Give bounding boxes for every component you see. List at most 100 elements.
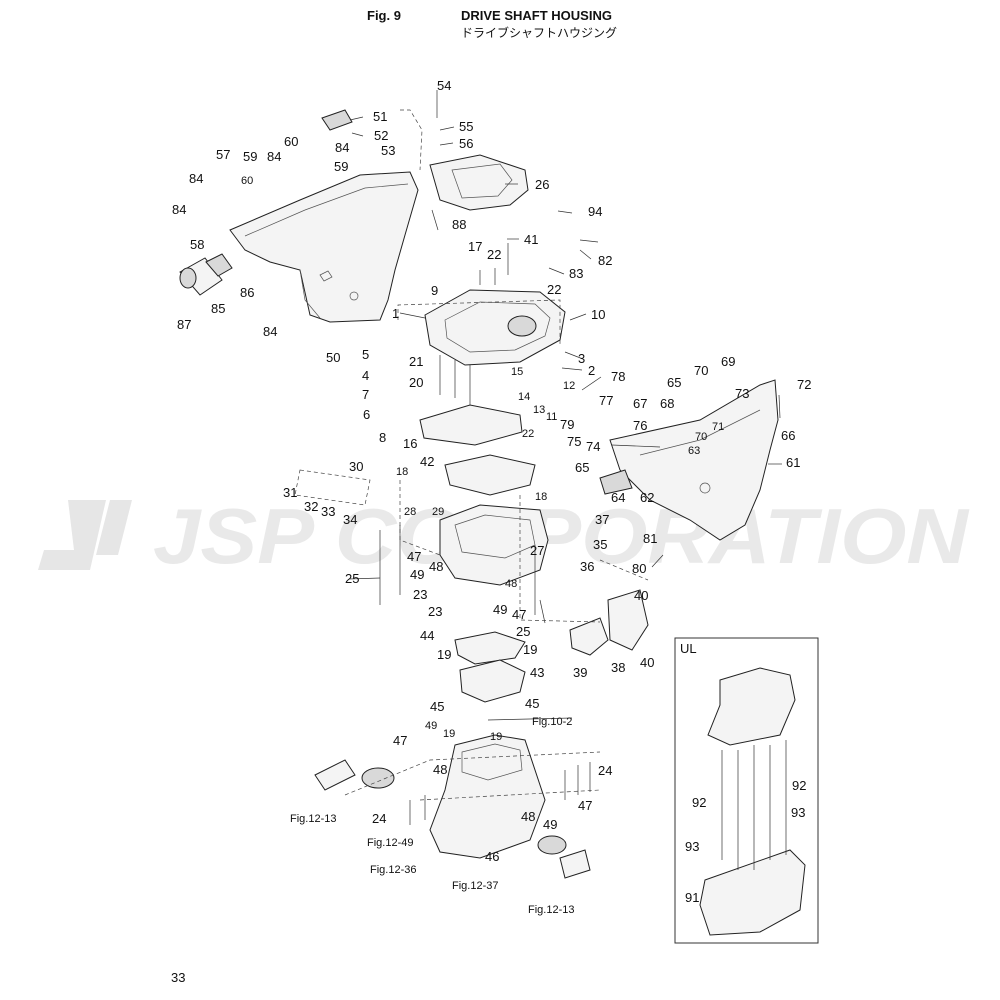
- callout: 30: [349, 459, 363, 474]
- callout: 33: [321, 504, 335, 519]
- callout: 70: [695, 431, 707, 443]
- fig-ref-12-36[interactable]: Fig.12-36: [370, 864, 416, 876]
- callout: 47: [578, 798, 592, 813]
- fig-ref-12-49[interactable]: Fig.12-49: [367, 837, 413, 849]
- callout: 94: [588, 204, 602, 219]
- callout: 92: [792, 778, 806, 793]
- callout: 22: [547, 282, 561, 297]
- callout: 15: [511, 366, 523, 378]
- callout: 22: [522, 428, 534, 440]
- callout: 26: [535, 177, 549, 192]
- figure-references: Fig.10-2 Fig.12-13 Fig.12-49 Fig.12-36 F…: [290, 716, 574, 916]
- callout: 78: [611, 369, 625, 384]
- callout: 60: [284, 134, 298, 149]
- callout: 80: [632, 561, 646, 576]
- callout: 91: [685, 890, 699, 905]
- upper-apron-50: [229, 171, 419, 323]
- mount-cover-right: [559, 849, 591, 879]
- ul-extension-91: [699, 849, 806, 936]
- cover-62: [599, 469, 633, 495]
- callout: 10: [591, 307, 605, 322]
- callout: 49: [410, 567, 424, 582]
- callout: 36: [580, 559, 594, 574]
- callout: 93: [685, 839, 699, 854]
- callout: 84: [267, 149, 281, 164]
- callout: 52: [374, 128, 388, 143]
- drive-shaft-housing-46: [429, 734, 546, 859]
- callout-labels: 54 51 52 55 56 53 84 60 57 59 60 84 59 2…: [172, 78, 811, 905]
- figure-title-japanese: ドライブシャフトハウジング: [461, 26, 618, 40]
- callout: 4: [362, 368, 369, 383]
- callout: 63: [688, 445, 700, 457]
- callout: 18: [535, 491, 547, 503]
- watermark-logo: JSP CORPORATION: [38, 495, 970, 575]
- callout: 84: [189, 171, 203, 186]
- callout: 66: [781, 428, 795, 443]
- callout: 44: [420, 628, 434, 643]
- callout: 19: [490, 731, 502, 743]
- callout: 60: [241, 175, 253, 187]
- callout: 46: [485, 849, 499, 864]
- callout: 16: [403, 436, 417, 451]
- callout: 47: [407, 549, 421, 564]
- callout: 65: [667, 375, 681, 390]
- callout: 49: [543, 817, 557, 832]
- fig-ref-12-37[interactable]: Fig.12-37: [452, 880, 498, 892]
- callout: 49: [493, 602, 507, 617]
- callout: 19: [437, 647, 451, 662]
- cover-51: [321, 109, 353, 131]
- fig-ref-10-2[interactable]: Fig.10-2: [532, 716, 572, 728]
- figure-title: DRIVE SHAFT HOUSING: [461, 8, 612, 23]
- gasket-39: [569, 617, 609, 656]
- watermark-text: JSP CORPORATION: [153, 495, 970, 575]
- callout: 88: [452, 217, 466, 232]
- callout: 79: [560, 417, 574, 432]
- callout: 65: [575, 460, 589, 475]
- callout: 67: [633, 396, 647, 411]
- callout: 6: [363, 407, 370, 422]
- callout: 53: [381, 143, 395, 158]
- callout: 82: [598, 253, 612, 268]
- bolts: [379, 239, 599, 825]
- gasket-44: [454, 631, 526, 665]
- callout: 1: [392, 306, 399, 321]
- fig-ref-12-13-left[interactable]: Fig.12-13: [290, 813, 336, 825]
- callout: 84: [263, 324, 277, 339]
- callout: 25: [516, 624, 530, 639]
- callout: 9: [431, 283, 438, 298]
- callout: 57: [216, 147, 230, 162]
- callout: 37: [595, 512, 609, 527]
- callout: 42: [420, 454, 434, 469]
- callout: 8: [379, 430, 386, 445]
- callout: 68: [660, 396, 674, 411]
- callout: 48: [433, 762, 447, 777]
- callout: 47: [512, 607, 526, 622]
- callout: 45: [525, 696, 539, 711]
- mount-damper-left: [361, 767, 395, 789]
- callout: 40: [640, 655, 654, 670]
- callout: 71: [712, 421, 724, 433]
- gasket-26: [429, 154, 529, 211]
- callout: 28: [404, 506, 416, 518]
- callout: 50: [326, 350, 340, 365]
- callout: 22: [487, 247, 501, 262]
- callout: 85: [211, 301, 225, 316]
- callout: 25: [345, 571, 359, 586]
- callout: 14: [518, 391, 530, 403]
- fig-ref-12-13-right[interactable]: Fig.12-13: [528, 904, 574, 916]
- callout: 69: [721, 354, 735, 369]
- callout: 29: [432, 506, 444, 518]
- seal-ring-16: [419, 404, 523, 446]
- callout: 48: [429, 559, 443, 574]
- callout: 38: [611, 660, 625, 675]
- ul-inset-label: UL: [680, 641, 697, 656]
- callout: 24: [372, 811, 386, 826]
- lower-apron-61: [609, 379, 779, 541]
- callout: 17: [468, 239, 482, 254]
- callout: 3: [578, 351, 585, 366]
- plate-38: [607, 589, 649, 651]
- callout: 48: [521, 809, 535, 824]
- callout: 31: [283, 485, 297, 500]
- callout: 20: [409, 375, 423, 390]
